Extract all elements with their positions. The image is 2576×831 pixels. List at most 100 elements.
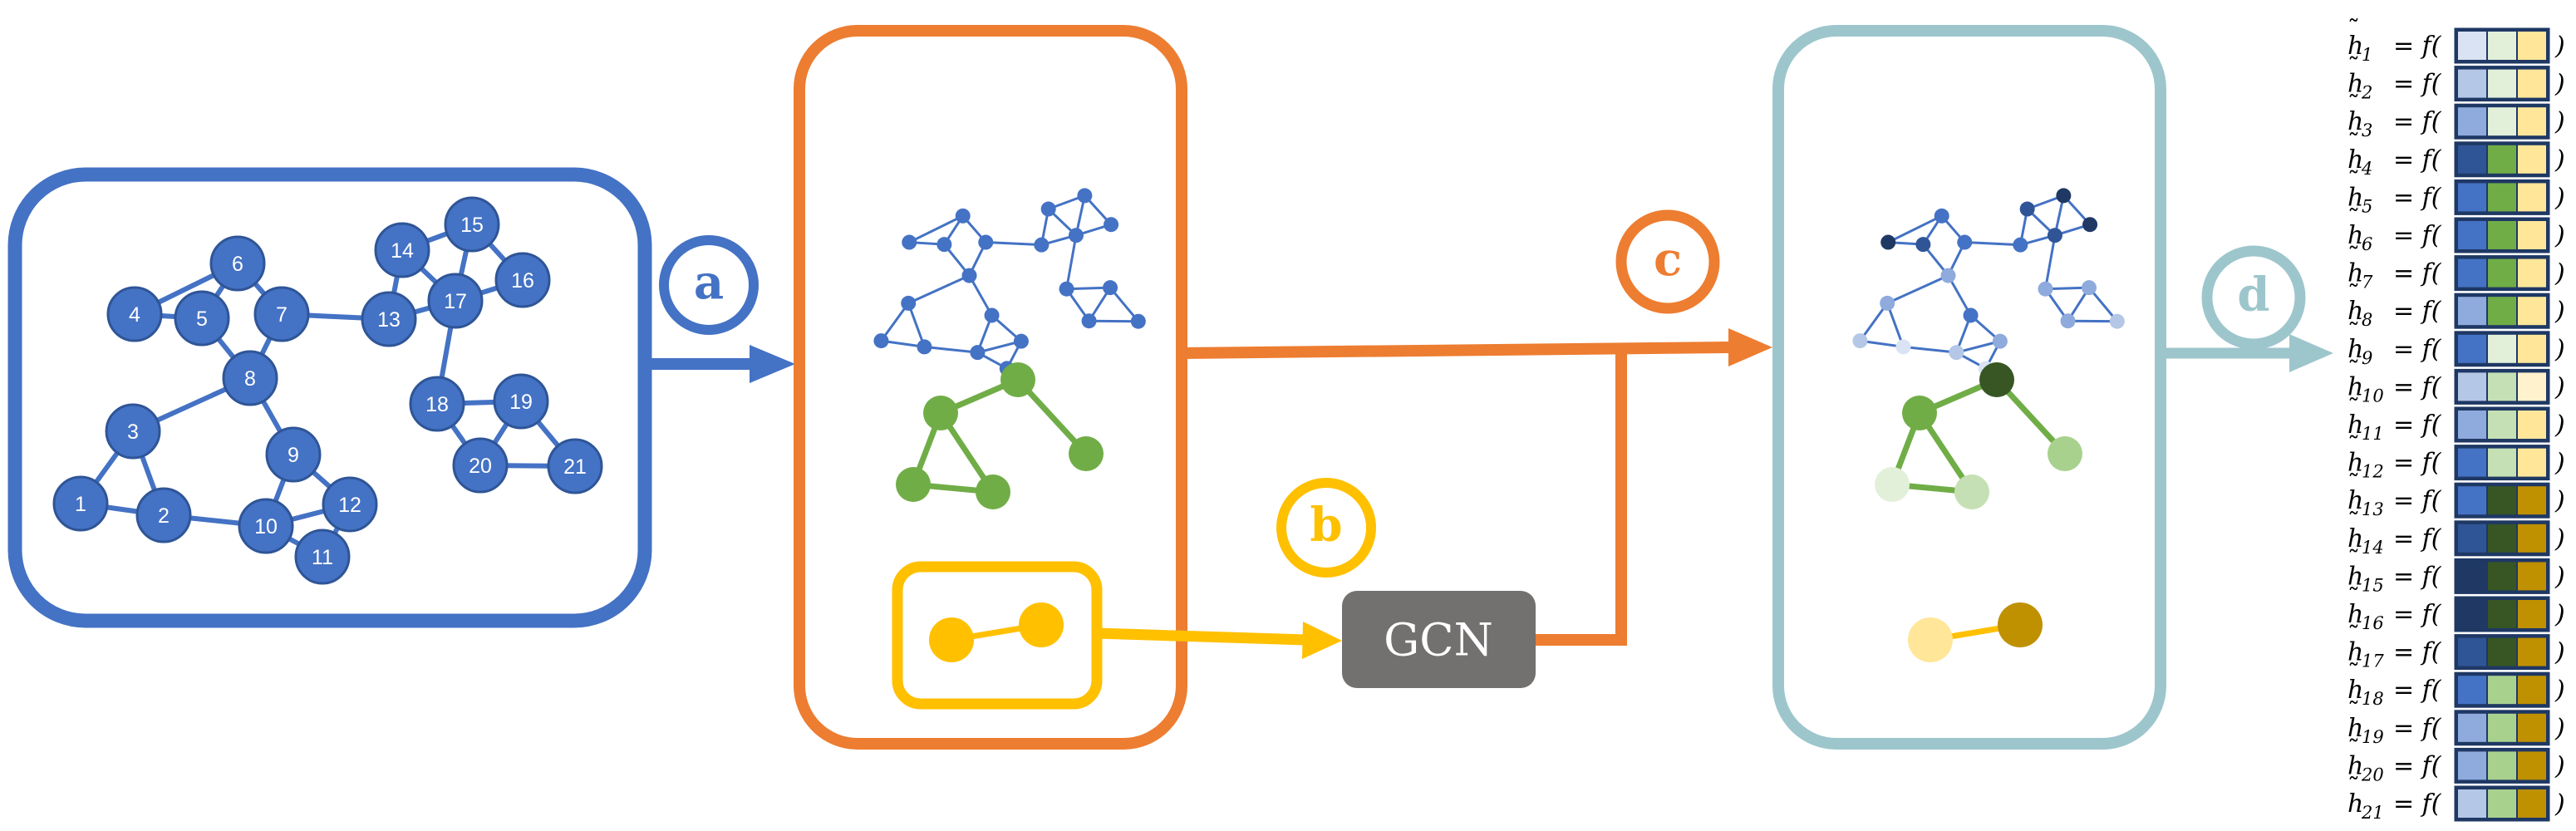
equation-close: ) bbox=[2554, 107, 2565, 136]
embedding-cell bbox=[2516, 371, 2548, 403]
equation-h-symbol: h bbox=[2347, 32, 2363, 61]
embedding-cell bbox=[2486, 484, 2518, 517]
equation-subscript: 15 bbox=[2362, 575, 2384, 595]
equation-f-open: = f( bbox=[2393, 676, 2442, 705]
subgraph-node bbox=[2082, 217, 2098, 233]
subgraph-node bbox=[2060, 313, 2076, 329]
embedding-cell bbox=[2456, 636, 2488, 668]
subgraph-node bbox=[1979, 362, 2014, 397]
equation-h-symbol: h bbox=[2347, 524, 2363, 553]
equation-h-symbol: h bbox=[2347, 335, 2363, 364]
graph-node-label: 7 bbox=[276, 303, 288, 327]
subgraph-node bbox=[2048, 436, 2082, 471]
graph-node-3: 3 bbox=[105, 403, 161, 460]
equation-row-12: h˜12= f() bbox=[2347, 432, 2565, 482]
equation-h-symbol: h bbox=[2347, 259, 2363, 288]
graph-node-label: 1 bbox=[75, 493, 86, 516]
embedding-vector bbox=[2454, 66, 2550, 102]
tilde-icon: ˜ bbox=[2347, 394, 2360, 423]
arrow-d-head bbox=[2289, 334, 2333, 372]
equation-subscript: 13 bbox=[2362, 499, 2384, 519]
subgraph-edge bbox=[1859, 302, 1889, 342]
subgraph-edge bbox=[1886, 274, 1949, 305]
equation-h-symbol: h bbox=[2347, 486, 2363, 515]
equation-row-15: h˜15= f() bbox=[2347, 545, 2565, 595]
equation-h-symbol: h bbox=[2347, 107, 2363, 136]
equation-f-open: = f( bbox=[2393, 32, 2442, 61]
equation-row-19: h˜19= f() bbox=[2347, 697, 2565, 747]
subgraph-edge bbox=[1089, 319, 1138, 323]
subgraph-edge bbox=[1887, 214, 1943, 243]
embedding-vector bbox=[2454, 217, 2550, 253]
embedding-cell bbox=[2516, 446, 2548, 479]
embedding-vector bbox=[2454, 710, 2550, 746]
tilde-icon: ˜ bbox=[2347, 470, 2360, 499]
tilde-icon: ˜ bbox=[2347, 432, 2360, 461]
graph-node-4: 4 bbox=[106, 286, 163, 342]
gcn-output-line bbox=[1536, 349, 1627, 646]
graph-node-label: 6 bbox=[232, 253, 243, 276]
subgraph-node bbox=[1998, 602, 2043, 647]
subgraph-node bbox=[1130, 313, 1146, 329]
subgraph-node bbox=[1852, 333, 1868, 349]
equation-row-18: h˜18= f() bbox=[2347, 659, 2565, 709]
embedding-cell bbox=[2456, 484, 2488, 517]
equation-close: ) bbox=[2554, 32, 2565, 61]
step-b-label: b bbox=[1310, 498, 1342, 553]
subgraph-edge bbox=[908, 214, 964, 243]
equation-row-3: h˜3= f() bbox=[2347, 91, 2565, 140]
graph-node-1: 1 bbox=[52, 475, 109, 532]
subgraph-node bbox=[901, 295, 917, 311]
subgraph-edge bbox=[880, 302, 910, 342]
gcn-box bbox=[1342, 591, 1536, 688]
graph-node-14: 14 bbox=[374, 222, 430, 278]
equation-h-symbol: h bbox=[2347, 70, 2363, 99]
embedding-vector bbox=[2454, 482, 2550, 519]
subgraph-node bbox=[1957, 234, 1973, 250]
subgraph-node bbox=[1059, 281, 1074, 297]
graph-node-10: 10 bbox=[238, 498, 294, 554]
embedding-cell bbox=[2516, 409, 2548, 440]
embedding-cell bbox=[2516, 750, 2548, 782]
subgraph-node bbox=[1963, 307, 1979, 323]
graph-node-label: 8 bbox=[244, 367, 256, 391]
equation-row-2: h˜2= f() bbox=[2347, 53, 2565, 103]
subgraph-node bbox=[1013, 333, 1029, 349]
green-subgraph bbox=[896, 362, 1104, 509]
subgraph-node bbox=[937, 237, 952, 253]
equation-h-symbol: h bbox=[2347, 638, 2363, 667]
subgraph-node bbox=[1103, 280, 1118, 296]
subgraph-edge bbox=[977, 340, 1022, 354]
embedding-cell bbox=[2456, 67, 2488, 100]
arrow-to-gcn bbox=[1096, 627, 1307, 646]
equation-h-symbol: h bbox=[2347, 411, 2363, 440]
graph-node-label: 5 bbox=[196, 307, 208, 331]
subgraph-node bbox=[1069, 436, 1104, 471]
blue-embedded-subgraph bbox=[1852, 188, 2125, 376]
graph-node-label: 3 bbox=[127, 420, 139, 444]
embedding-cell bbox=[2486, 560, 2518, 593]
subgraph-node bbox=[1954, 475, 1989, 509]
tilde-icon: ˜ bbox=[2347, 91, 2360, 120]
embedding-cell bbox=[2456, 295, 2488, 327]
subgraph-node bbox=[902, 234, 917, 250]
step-b-badge bbox=[1276, 478, 1376, 578]
equation-close: ) bbox=[2554, 449, 2565, 478]
equation-h-symbol: h bbox=[2347, 676, 2363, 705]
equation-close: ) bbox=[2554, 486, 2565, 515]
equation-subscript: 7 bbox=[2362, 273, 2373, 293]
equation-h-symbol: h bbox=[2347, 449, 2363, 478]
step-d-badge bbox=[2201, 245, 2306, 350]
graph-node-label: 10 bbox=[254, 515, 278, 538]
equation-close: ) bbox=[2554, 676, 2565, 705]
equation-f-open: = f( bbox=[2393, 145, 2442, 175]
equation-f-open: = f( bbox=[2393, 221, 2442, 250]
equation-f-open: = f( bbox=[2393, 107, 2442, 136]
graph-node-11: 11 bbox=[294, 529, 351, 585]
equation-close: ) bbox=[2554, 183, 2565, 212]
subgraph-edge bbox=[986, 241, 1042, 247]
equation-subscript: 10 bbox=[2362, 386, 2384, 406]
embedding-cell bbox=[2486, 788, 2518, 819]
tilde-icon: ˜ bbox=[2347, 166, 2360, 195]
embedding-cell bbox=[2486, 750, 2518, 782]
